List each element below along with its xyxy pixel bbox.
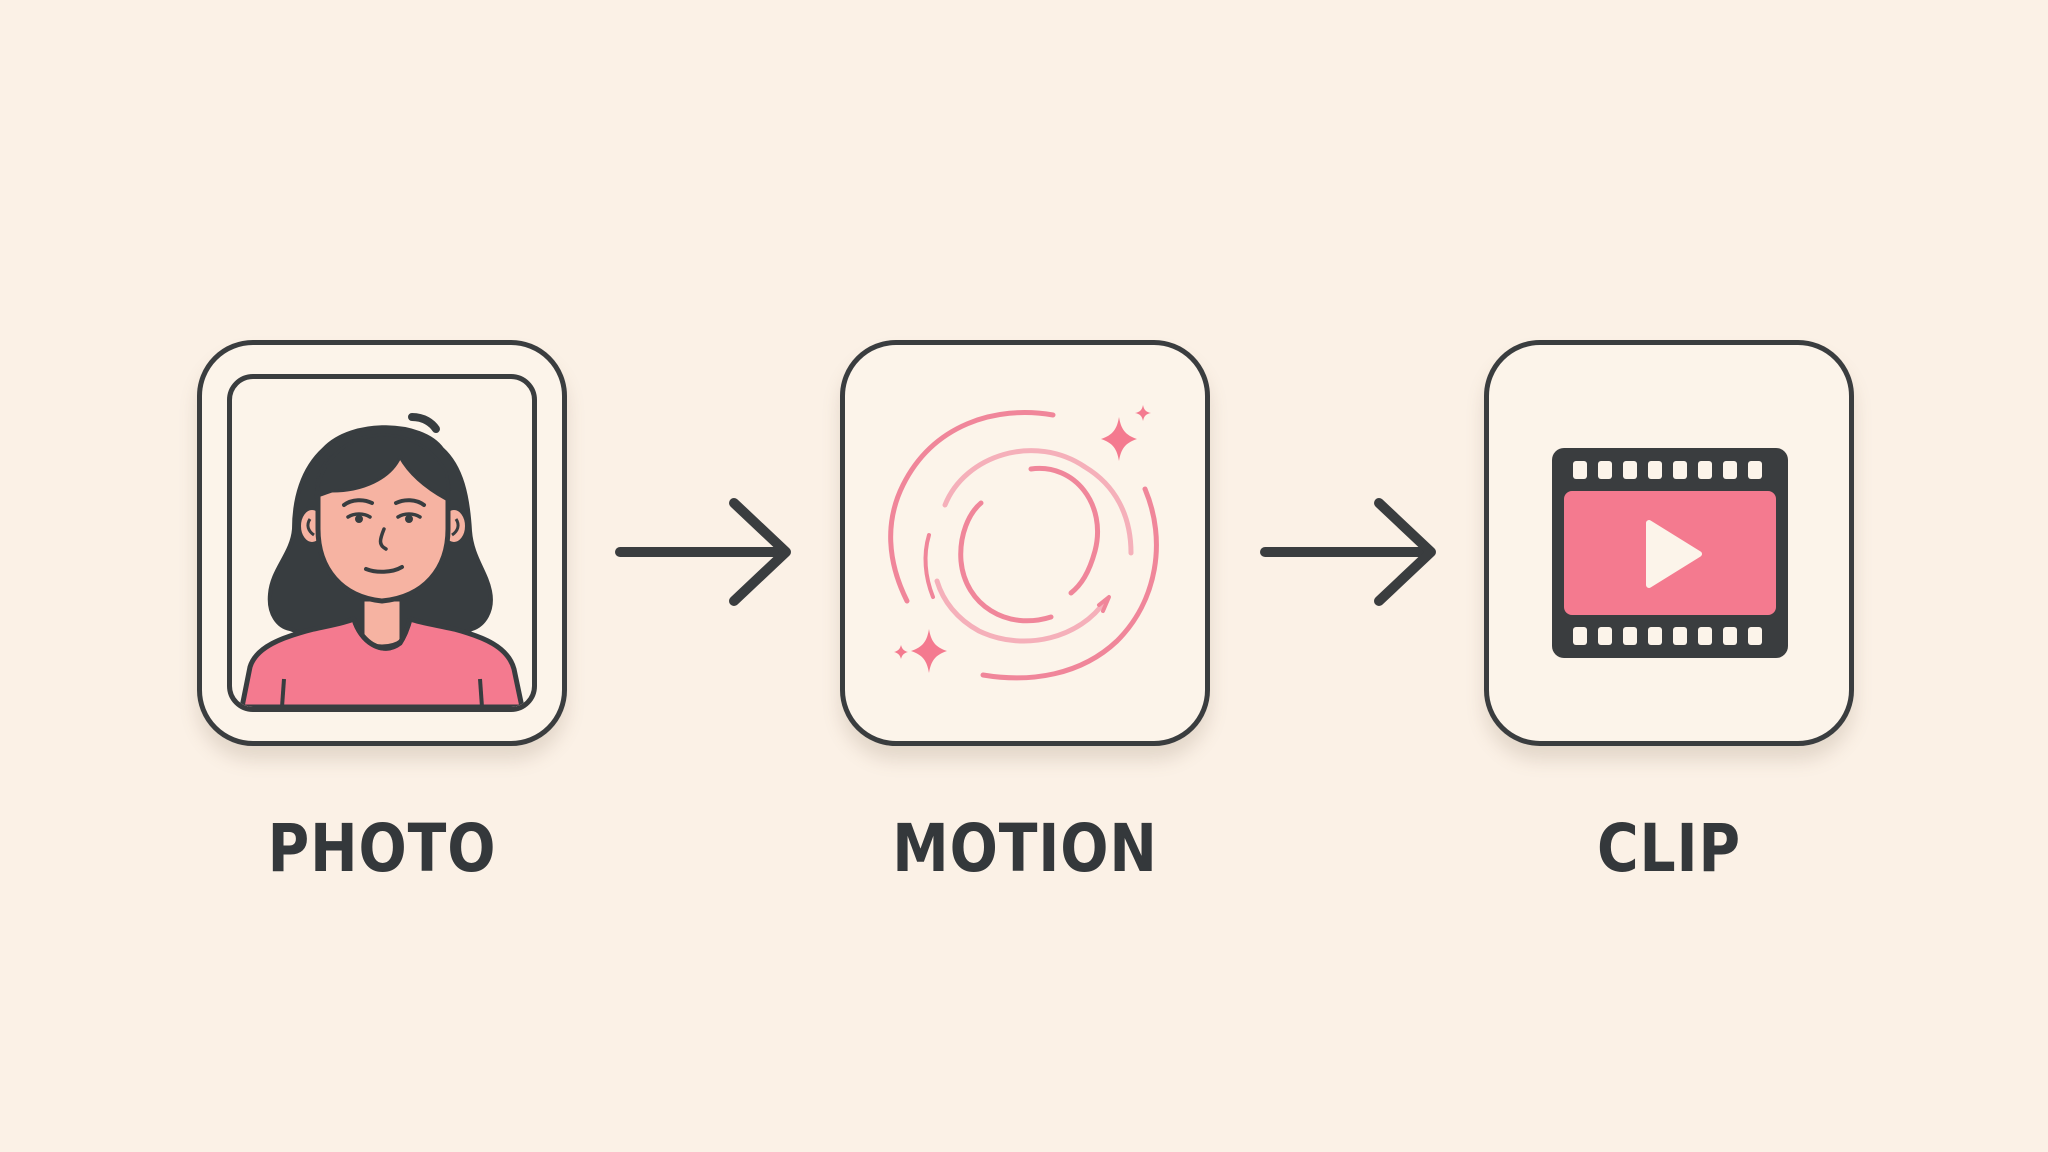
step-label-clip: CLIP	[1597, 810, 1741, 887]
swirl-motion-icon	[888, 405, 1159, 681]
portrait-icon	[239, 413, 525, 707]
step-label-photo: PHOTO	[267, 810, 497, 887]
arrow-right-icon	[1260, 498, 1436, 606]
film-clip-icon	[1552, 448, 1788, 658]
photo-card	[197, 340, 567, 746]
clip-card	[1484, 340, 1854, 746]
photo-frame	[227, 374, 537, 712]
motion-card	[840, 340, 1210, 746]
arrow-right-icon	[615, 498, 791, 606]
step-label-motion: MOTION	[892, 810, 1158, 887]
